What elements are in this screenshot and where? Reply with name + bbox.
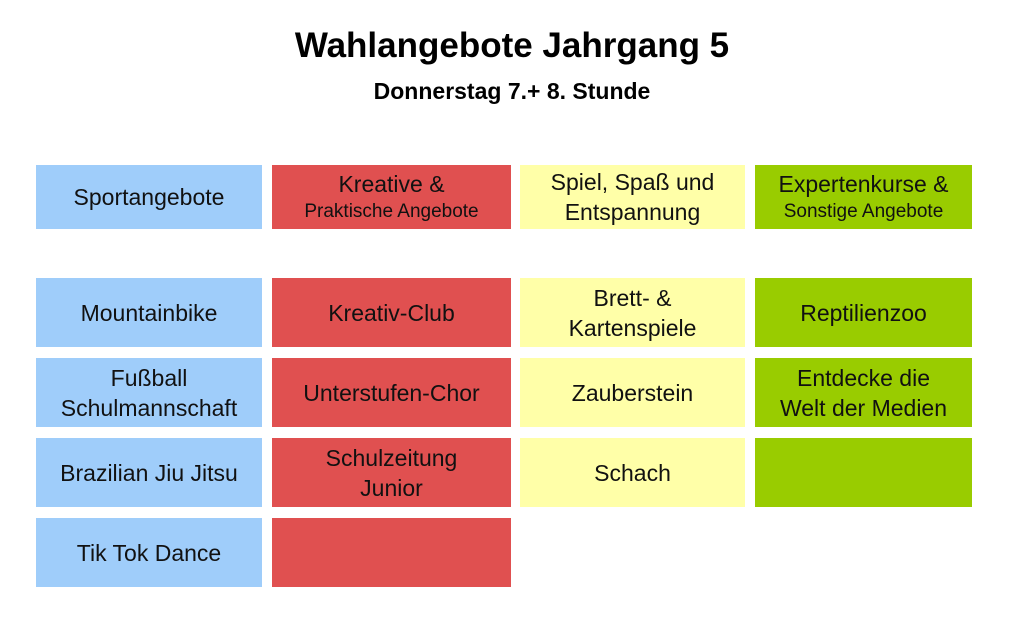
header-kreativ: Kreative & Praktische Angebote <box>272 165 511 229</box>
offer-label: Zauberstein <box>571 379 694 406</box>
header-experten: Expertenkurse & Sonstige Angebote <box>755 165 972 229</box>
header-sublabel: Praktische Angebote <box>304 201 479 222</box>
offer-label: Unterstufen-Chor <box>303 379 480 406</box>
header-label: Expertenkurse & <box>778 171 949 197</box>
header-label: Kreative & <box>338 171 445 197</box>
offer-cell: Schach <box>520 438 745 507</box>
header-label: Sportangebote <box>73 184 225 210</box>
offer-cell: Brett- &Kartenspiele <box>520 278 745 347</box>
header-label: Spiel, Spaß und <box>550 169 715 195</box>
offer-label: Brazilian Jiu Jitsu <box>60 459 238 486</box>
header-sport: Sportangebote <box>36 165 262 229</box>
offer-cell: Unterstufen-Chor <box>272 358 511 427</box>
header-sublabel: Sonstige Angebote <box>783 201 944 222</box>
offer-cell: Tik Tok Dance <box>36 518 262 587</box>
offer-label: Kreativ-Club <box>328 299 455 326</box>
offer-cell: Kreativ-Club <box>272 278 511 347</box>
header-sublabel: Entspannung <box>564 199 701 225</box>
offer-cell <box>272 518 511 587</box>
offer-cell: Reptilienzoo <box>755 278 972 347</box>
offer-label: Brett- &Kartenspiele <box>568 284 697 341</box>
offer-cell <box>755 438 972 507</box>
offer-label: Reptilienzoo <box>800 299 927 326</box>
offer-cell: Zauberstein <box>520 358 745 427</box>
offer-cell: Mountainbike <box>36 278 262 347</box>
offer-label: Mountainbike <box>80 299 218 326</box>
offer-label: Tik Tok Dance <box>76 539 222 566</box>
offer-label: Schach <box>594 459 671 486</box>
offer-cell: Brazilian Jiu Jitsu <box>36 438 262 507</box>
page-subtitle: Donnerstag 7.+ 8. Stunde <box>373 78 651 104</box>
page-title: Wahlangebote Jahrgang 5 <box>294 26 730 65</box>
